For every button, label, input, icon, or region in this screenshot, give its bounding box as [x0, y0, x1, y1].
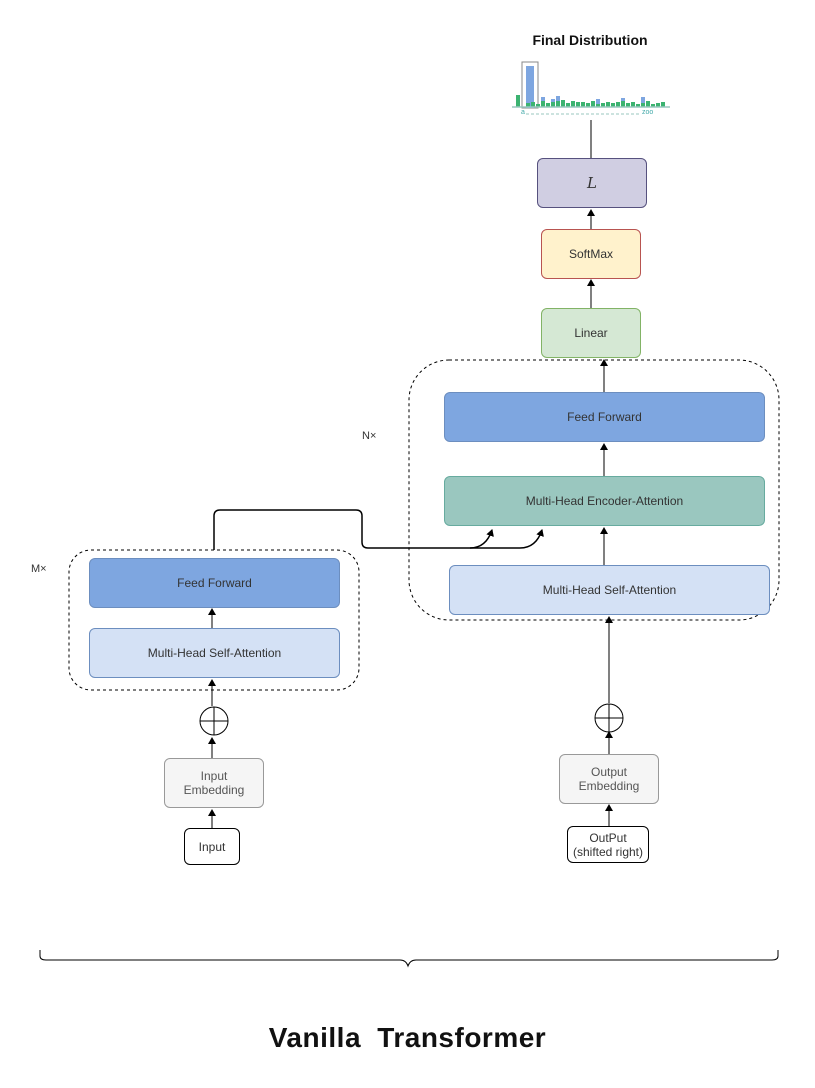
- encoder-self-attention-box: Multi-Head Self-Attention: [89, 628, 340, 678]
- encoder-feed-forward-box: Feed Forward: [89, 558, 340, 608]
- distribution-bar-blue: [596, 99, 600, 104]
- linear-box: Linear: [541, 308, 641, 358]
- decoder-add-node: [594, 703, 624, 733]
- distribution-bar-blue: [551, 99, 555, 102]
- distribution-bar-blue: [621, 98, 625, 101]
- softmax-box: SoftMax: [541, 229, 641, 279]
- output-shifted-label: OutPut (shifted right): [572, 830, 644, 859]
- distribution-bar-green: [641, 103, 645, 107]
- decoder-self-attention-label: Multi-Head Self-Attention: [542, 583, 677, 597]
- decoder-self-attention-box: Multi-Head Self-Attention: [449, 565, 770, 615]
- distribution-bar-green: [556, 101, 560, 107]
- distribution-bar-green: [516, 95, 520, 107]
- loss-box: L: [537, 158, 647, 208]
- encoder-output-line: [213, 509, 494, 550]
- final-distribution-title: Final Distribution: [532, 32, 648, 48]
- decoder-repeat-label: N×: [362, 430, 377, 442]
- distribution-bar-green: [576, 102, 580, 107]
- distribution-bar-green: [656, 103, 660, 107]
- encoder-repeat-label: M×: [31, 563, 47, 575]
- distribution-bar-green: [606, 102, 610, 107]
- final-distribution-chart: [512, 61, 670, 115]
- encoder-attention-label: Multi-Head Encoder-Attention: [525, 494, 684, 508]
- input-box: Input: [184, 828, 240, 865]
- distribution-bar-green: [616, 102, 620, 107]
- distribution-bar-green: [536, 104, 540, 107]
- output-embedding-label: Output Embedding: [578, 765, 640, 793]
- output-shifted-box: OutPut (shifted right): [567, 826, 649, 863]
- encoder-add-node: [199, 706, 229, 736]
- loss-label: L: [587, 174, 597, 192]
- distribution-bar-blue: [541, 97, 545, 101]
- encoder-self-attention-label: Multi-Head Self-Attention: [147, 646, 282, 660]
- distribution-bar-green: [526, 103, 530, 107]
- distribution-axis-end: zoo: [642, 109, 654, 116]
- output-embedding-box: Output Embedding: [559, 754, 659, 804]
- distribution-bar-green: [611, 103, 615, 107]
- distribution-axis-start: a: [521, 109, 525, 116]
- distribution-bar-green: [651, 104, 655, 107]
- decoder-feed-forward-label: Feed Forward: [567, 410, 642, 424]
- encoder-feed-forward-label: Feed Forward: [177, 576, 252, 590]
- distribution-bar-green: [631, 102, 635, 107]
- input-embedding-box: Input Embedding: [164, 758, 264, 808]
- decoder-stack-group: [408, 359, 780, 621]
- distribution-bar-green: [531, 102, 535, 107]
- distribution-bar-green: [546, 103, 550, 107]
- decoder-feed-forward-box: Feed Forward: [444, 392, 765, 442]
- distribution-bar-blue: [641, 97, 645, 103]
- distribution-bar-green: [571, 101, 575, 107]
- distribution-bar-green: [661, 102, 665, 107]
- input-embedding-label: Input Embedding: [183, 769, 245, 797]
- encoder-attention-box: Multi-Head Encoder-Attention: [444, 476, 765, 526]
- distribution-bar-green: [561, 100, 565, 107]
- encoder-output-line-2: [470, 529, 544, 549]
- diagram-title: Vanilla Transformer: [268, 1022, 547, 1053]
- distribution-bar-green: [621, 101, 625, 107]
- distribution-bar-green: [541, 101, 545, 107]
- bottom-brace: [39, 950, 779, 968]
- distribution-bar-green: [581, 102, 585, 107]
- softmax-label: SoftMax: [568, 247, 613, 261]
- distribution-bar-green: [551, 102, 555, 107]
- linear-label: Linear: [574, 326, 608, 340]
- distribution-bar-green: [601, 103, 605, 107]
- distribution-bar-green: [566, 103, 570, 107]
- distribution-bar-green: [586, 103, 590, 107]
- distribution-bar-green: [626, 103, 630, 107]
- distribution-bar-green: [636, 104, 640, 107]
- distribution-bar-green: [646, 101, 650, 107]
- distribution-bar-green: [596, 104, 600, 107]
- distribution-bar-blue: [556, 96, 560, 101]
- input-label: Input: [198, 839, 226, 854]
- distribution-bar-green: [591, 101, 595, 107]
